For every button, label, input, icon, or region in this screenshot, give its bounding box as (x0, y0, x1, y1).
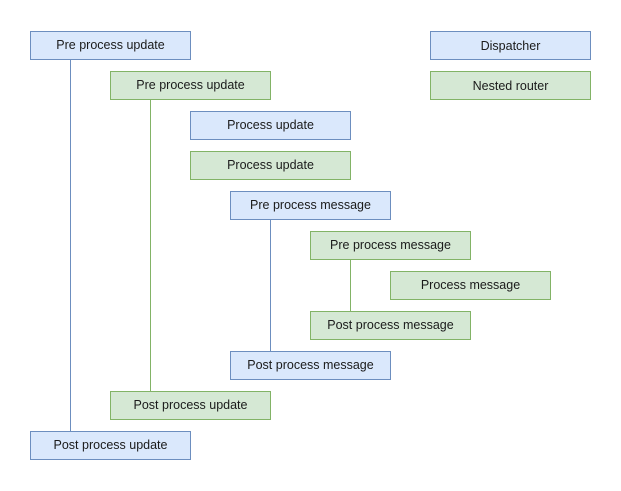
process-box-n2[interactable]: Pre process update (110, 71, 271, 100)
legend-item-dispatcher[interactable]: Dispatcher (430, 31, 591, 60)
connector-n5-to-n9 (270, 220, 271, 351)
process-box-n1[interactable]: Pre process update (30, 31, 191, 60)
legend-item-router[interactable]: Nested router (430, 71, 591, 100)
process-box-n6[interactable]: Pre process message (310, 231, 471, 260)
process-box-n10[interactable]: Post process update (110, 391, 271, 420)
connector-n1-to-n11 (70, 60, 71, 431)
process-box-n3[interactable]: Process update (190, 111, 351, 140)
process-box-n11[interactable]: Post process update (30, 431, 191, 460)
process-box-n9[interactable]: Post process message (230, 351, 391, 380)
process-box-n8[interactable]: Post process message (310, 311, 471, 340)
process-box-n4[interactable]: Process update (190, 151, 351, 180)
connector-n6-to-n8 (350, 260, 351, 311)
process-box-n7[interactable]: Process message (390, 271, 551, 300)
process-box-n5[interactable]: Pre process message (230, 191, 391, 220)
connector-n2-to-n10 (150, 100, 151, 391)
